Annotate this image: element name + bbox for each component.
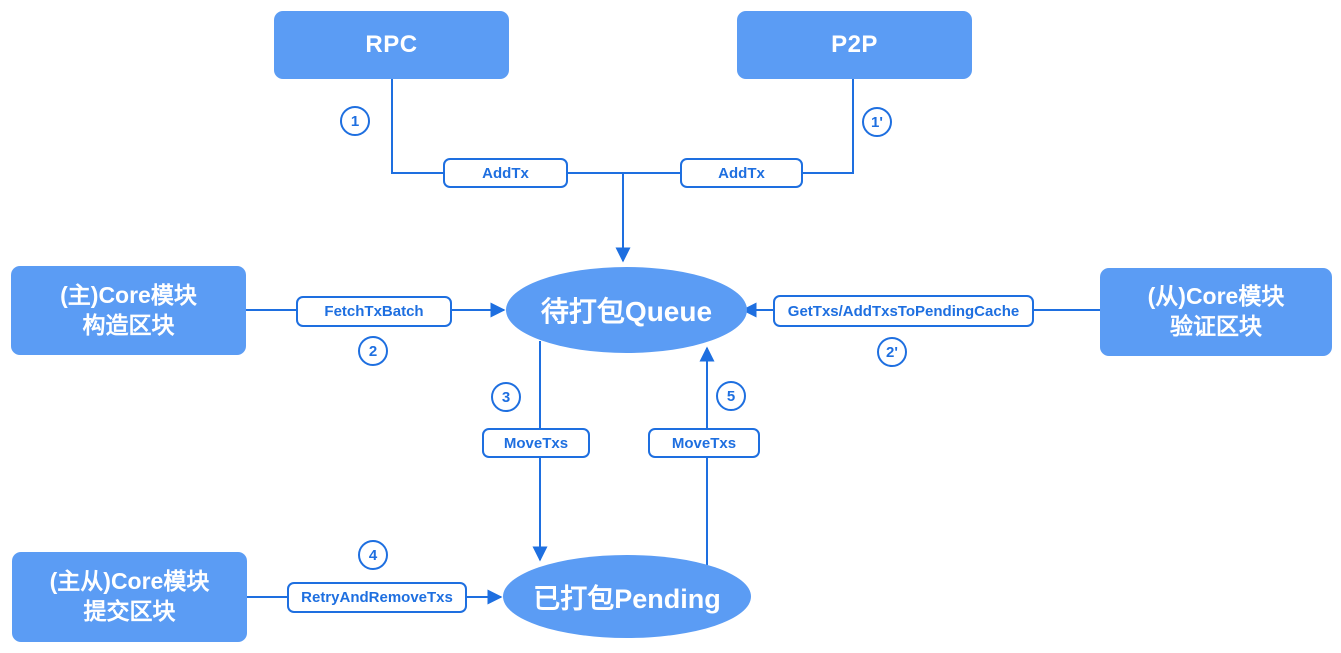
edge-label-addtx-p2p-text: AddTx <box>718 164 765 182</box>
edge-label-fetchtxbatch-text: FetchTxBatch <box>324 303 424 320</box>
step-marker-1-text: 1 <box>350 112 360 130</box>
edge-label-movetxs-up-text: MoveTxs <box>671 434 737 452</box>
edge-label-gettxs: GetTxs/AddTxsToPendingCache <box>773 295 1034 327</box>
node-p2p-label: P2P <box>831 31 878 59</box>
edge-label-movetxs-up: MoveTxs <box>648 428 760 458</box>
node-core-main-line1: (主)Core模块 <box>60 281 197 308</box>
step-marker-4-text: 4 <box>368 546 378 564</box>
node-core-main-line2: 构造区块 <box>82 311 175 338</box>
node-core-verify-line1: (从)Core模块 <box>1147 283 1285 310</box>
step-marker-5: 5 <box>716 381 746 411</box>
step-marker-1-prime: 1' <box>862 107 892 137</box>
edge-label-movetxs-down: MoveTxs <box>482 428 590 458</box>
edge-label-retryandremovetxs-text: RetryAndRemoveTxs <box>301 589 453 606</box>
edge-label-movetxs-down-text: MoveTxs <box>503 434 569 452</box>
edge-label-addtx-p2p: AddTx <box>680 158 803 188</box>
node-queue: 待打包Queue <box>506 267 747 353</box>
step-marker-5-text: 5 <box>726 387 736 405</box>
node-core-verify: (从)Core模块 验证区块 <box>1100 268 1332 356</box>
edge-label-gettxs-text: GetTxs/AddTxsToPendingCache <box>787 302 1020 320</box>
step-marker-2-text: 2 <box>368 342 378 360</box>
node-core-commit-line2: 提交区块 <box>83 598 176 624</box>
step-marker-4: 4 <box>358 540 388 570</box>
edge-p2p-to-addtx <box>803 79 854 174</box>
edge-rpc-to-addtx <box>391 79 443 174</box>
step-marker-2-prime-text: 2' <box>886 343 898 361</box>
step-marker-3-text: 3 <box>501 388 511 406</box>
node-rpc: RPC <box>274 11 509 79</box>
node-core-main: (主)Core模块 构造区块 <box>11 266 246 355</box>
node-core-verify-line2: 验证区块 <box>1170 313 1262 339</box>
node-pending: 已打包Pending <box>503 555 751 638</box>
step-marker-3: 3 <box>491 382 521 412</box>
node-p2p: P2P <box>737 11 972 79</box>
node-queue-label: 待打包Queue <box>540 296 713 327</box>
edge-label-addtx-rpc-text: AddTx <box>482 164 529 182</box>
edge-label-addtx-rpc: AddTx <box>443 158 568 188</box>
node-core-commit: (主从)Core模块 提交区块 <box>12 552 247 642</box>
step-marker-1: 1 <box>340 106 370 136</box>
node-core-commit-line1: (主从)Core模块 <box>49 568 210 595</box>
edge-label-retryandremovetxs: RetryAndRemoveTxs <box>287 582 467 613</box>
node-rpc-label: RPC <box>365 31 418 59</box>
step-marker-2-prime: 2' <box>877 337 907 367</box>
edge-label-fetchtxbatch: FetchTxBatch <box>296 296 452 327</box>
step-marker-1-prime-text: 1' <box>871 113 883 131</box>
node-pending-label: 已打包Pending <box>533 584 721 614</box>
step-marker-2: 2 <box>358 336 388 366</box>
